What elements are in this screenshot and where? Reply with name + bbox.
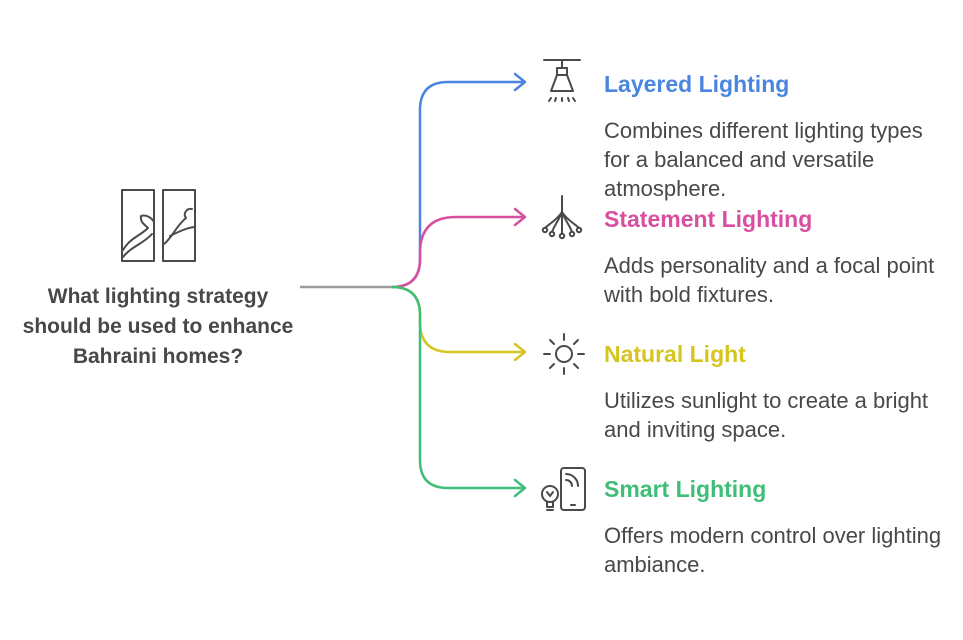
question-text: What lighting strategy should be used to…	[22, 285, 294, 368]
connector-smart-lighting	[391, 285, 524, 490]
branch-description-layered-lighting: Combines different lighting types for a …	[604, 118, 923, 201]
branch-title-statement-lighting: Statement Lighting	[604, 206, 813, 232]
window-icon	[121, 189, 196, 262]
branch-description-statement-lighting: Adds personality and a focal point with …	[604, 253, 935, 307]
branch-title-natural-light: Natural Light	[604, 341, 746, 367]
connector-layered-lighting	[391, 80, 524, 289]
sun-icon	[543, 333, 585, 375]
branch-description-smart-lighting: Offers modern control over lighting ambi…	[604, 523, 942, 577]
chandelier-icon	[541, 195, 583, 240]
connector-statement-lighting	[391, 215, 524, 289]
arrow-layered-lighting	[513, 72, 527, 92]
branch-description-natural-light: Utilizes sunlight to create a bright and…	[604, 388, 929, 442]
arrow-natural-light	[513, 342, 527, 362]
smart-bulb-phone-icon	[541, 467, 586, 511]
arrow-smart-lighting	[513, 478, 527, 498]
arrow-statement-lighting	[513, 207, 527, 227]
branch-title-layered-lighting: Layered Lighting	[604, 71, 790, 97]
connector-natural-light	[391, 285, 524, 354]
branch-title-smart-lighting: Smart Lighting	[604, 476, 767, 502]
ceiling-lamp-icon	[543, 59, 581, 102]
